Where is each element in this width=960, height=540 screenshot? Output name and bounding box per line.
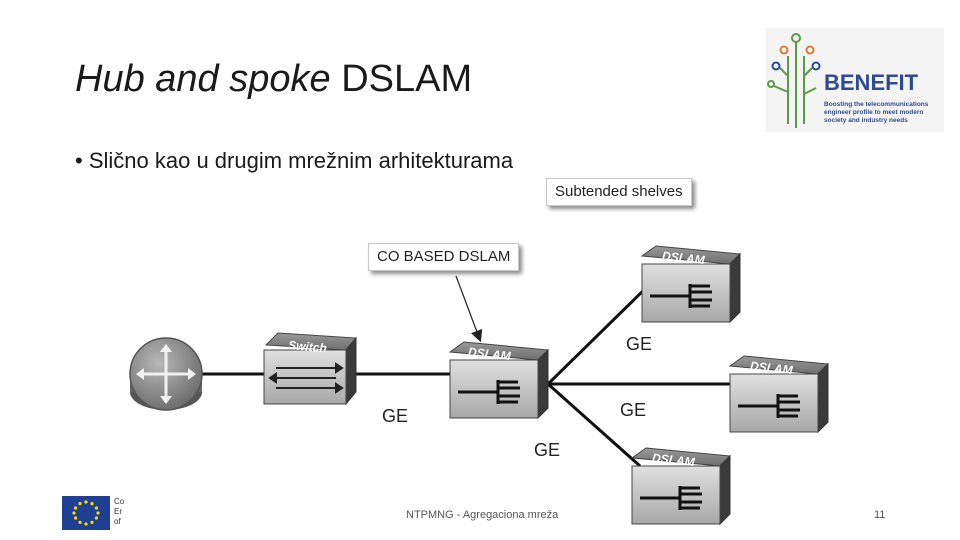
- link-label-right: GE: [620, 400, 647, 420]
- router-icon: [129, 337, 203, 411]
- logo-tagline-3: society and industry needs: [824, 117, 908, 124]
- callout-co-based-dslam: CO BASED DSLAM: [368, 243, 520, 271]
- logo-tagline-2: engineer profile to meet modern: [824, 109, 923, 116]
- title-rest: DSLAM: [330, 58, 473, 100]
- switch-label: Switch: [288, 338, 328, 355]
- dslam-center-icon: [448, 341, 550, 420]
- callout-arrow: [455, 275, 483, 343]
- page-number: 11: [874, 509, 886, 521]
- eu-text-line-2: Er: [114, 507, 122, 516]
- page-title: Hub and spoke DSLAM: [75, 58, 472, 101]
- bullet-point: • Slično kao u drugim mrežnim arhitektur…: [75, 148, 514, 173]
- dslam-bottom-label: DSLAM: [651, 451, 696, 469]
- logo-name: BENEFIT: [824, 70, 919, 95]
- eu-text-line-3: of: [114, 517, 121, 526]
- link-label-bottom: GE: [534, 440, 561, 460]
- eu-flag-icon: [62, 496, 110, 530]
- dslam-top-icon: [640, 245, 742, 324]
- eu-funding-text: Co Er of: [114, 497, 124, 527]
- dslam-right-label: DSLAM: [749, 359, 794, 377]
- title-italic: Hub and spoke: [75, 58, 331, 100]
- dslam-bottom-icon: [630, 447, 732, 526]
- link-label-top: GE: [626, 334, 653, 354]
- network-links: [200, 282, 738, 468]
- link-label-switch: GE: [382, 406, 409, 426]
- link-dslam-top: [546, 282, 652, 386]
- logo-circuit-icon: [767, 33, 821, 128]
- link-dslam-bottom: [547, 382, 641, 468]
- bullet-text: Slično kao u drugim mrežnim arhitekturam…: [88, 148, 514, 173]
- switch-icon: [263, 332, 358, 406]
- footer-text: NTPMNG - Agregaciona mreža: [406, 509, 559, 521]
- logo-tagline-1: Boosting the telecommunications: [824, 101, 929, 108]
- eu-text-line-1: Co: [114, 497, 125, 506]
- dslam-right-icon: [728, 355, 830, 434]
- dslam-center-label: DSLAM: [467, 345, 512, 363]
- dslam-top-label: DSLAM: [661, 249, 706, 267]
- benefit-logo: BENEFIT Boosting the telecommunications …: [766, 28, 944, 132]
- callout-subtended-shelves: Subtended shelves: [546, 178, 692, 206]
